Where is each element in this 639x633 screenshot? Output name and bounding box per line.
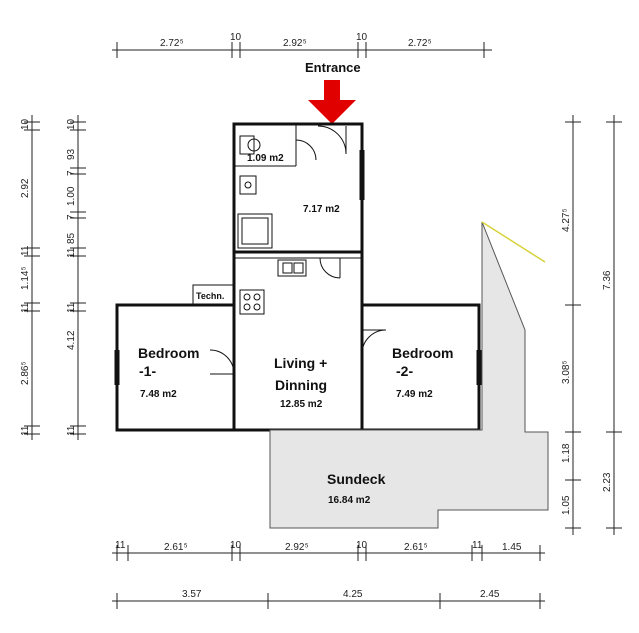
left-outer-dim-7: 11 — [20, 425, 31, 436]
left-dimension-chain-outer: 10 2.92 11 1.14⁵ 11 2.86⁵ 11 — [20, 115, 40, 440]
bottom1-dim-4: 2.92⁵ — [285, 542, 309, 553]
bottom1-dim-7: 11 — [472, 540, 483, 551]
bedroom2-name: Bedroom — [392, 345, 453, 361]
left-inner-dim-8: 11 — [66, 302, 77, 313]
right-dimension-chain-inner: 4.27⁵ 3.08⁵ 1.18 1.05 — [561, 115, 581, 535]
left-dimension-chain-inner: 10 93 7 1.00 7 85 11 11 4.12 11 — [66, 115, 86, 440]
entrance-arrow-icon — [308, 80, 356, 124]
top-dim-4: 10 — [356, 32, 368, 43]
sundeck-name: Sundeck — [327, 471, 386, 487]
left-inner-dim-5: 7 — [66, 214, 77, 220]
top-dim-3: 2.92⁵ — [283, 38, 307, 49]
left-outer-dim-2: 2.92 — [20, 178, 31, 198]
bedroom1-area: 7.48 m2 — [140, 389, 177, 400]
top-dimension-chain: 2.72⁵ 10 2.92⁵ 10 2.72⁵ — [112, 32, 492, 58]
bottom1-dim-8: 1.45 — [502, 542, 522, 553]
right-inner-dim-3: 1.18 — [561, 443, 572, 463]
entrance-label: Entrance — [305, 60, 361, 75]
bottom-dimension-chain-1: 11 2.61⁵ 10 2.92⁵ 10 2.61⁵ 11 1.45 — [112, 540, 545, 561]
right-outer-dim-1: 7.36 — [602, 270, 613, 290]
techn-label: Techn. — [196, 291, 224, 301]
sundeck-area-value: 16.84 m2 — [328, 495, 371, 506]
right-inner-dim-1: 4.27⁵ — [561, 208, 572, 232]
left-outer-dim-3: 11 — [20, 245, 31, 256]
bedroom1-name: Bedroom — [138, 345, 199, 361]
left-inner-dim-6: 85 — [66, 232, 77, 244]
bedroom2-area: 7.49 m2 — [396, 389, 433, 400]
sundeck-area — [269, 221, 549, 529]
living-area: 12.85 m2 — [280, 399, 323, 410]
entry-area: 7.17 m2 — [303, 204, 340, 215]
bottom2-dim-2: 4.25 — [343, 589, 363, 600]
doors — [209, 125, 387, 375]
fixtures — [237, 135, 307, 315]
left-inner-dim-4: 1.00 — [66, 186, 77, 206]
left-outer-dim-4: 1.14⁵ — [20, 266, 31, 290]
bottom1-dim-3: 10 — [230, 540, 242, 551]
left-outer-dim-1: 10 — [20, 118, 31, 130]
wc-area: 1.09 m2 — [247, 153, 284, 164]
bottom1-dim-6: 2.61⁵ — [404, 542, 428, 553]
bottom2-dim-1: 3.57 — [182, 589, 202, 600]
left-inner-dim-2: 93 — [66, 148, 77, 160]
top-dim-1: 2.72⁵ — [160, 38, 184, 49]
right-inner-dim-4: 1.05 — [561, 495, 572, 515]
left-inner-dim-10: 11 — [66, 425, 77, 436]
living-name-line2: Dinning — [275, 377, 327, 393]
top-dim-5: 2.72⁵ — [408, 38, 432, 49]
living-name-line1: Living + — [274, 355, 327, 371]
bottom1-dim-2: 2.61⁵ — [164, 542, 188, 553]
left-inner-dim-7: 11 — [66, 247, 77, 258]
right-dimension-chain-outer: 7.36 2.23 — [602, 115, 622, 535]
left-outer-dim-6: 2.86⁵ — [20, 361, 31, 385]
left-outer-dim-5: 11 — [20, 302, 31, 313]
left-inner-dim-1: 10 — [66, 118, 77, 130]
bottom-dimension-chain-2: 3.57 4.25 2.45 — [112, 589, 545, 609]
top-dim-2: 10 — [230, 32, 242, 43]
bottom2-dim-3: 2.45 — [480, 589, 500, 600]
left-inner-dim-9: 4.12 — [66, 330, 77, 350]
bottom1-dim-5: 10 — [356, 540, 368, 551]
left-inner-dim-3: 7 — [66, 170, 77, 176]
sundeck-edge-accent — [481, 221, 546, 263]
bedroom2-number: -2- — [396, 363, 413, 379]
right-outer-dim-2: 2.23 — [602, 472, 613, 492]
right-inner-dim-2: 3.08⁵ — [561, 360, 572, 384]
bedroom1-number: -1- — [139, 363, 156, 379]
windows — [114, 150, 482, 385]
bottom1-dim-1: 11 — [115, 540, 126, 551]
